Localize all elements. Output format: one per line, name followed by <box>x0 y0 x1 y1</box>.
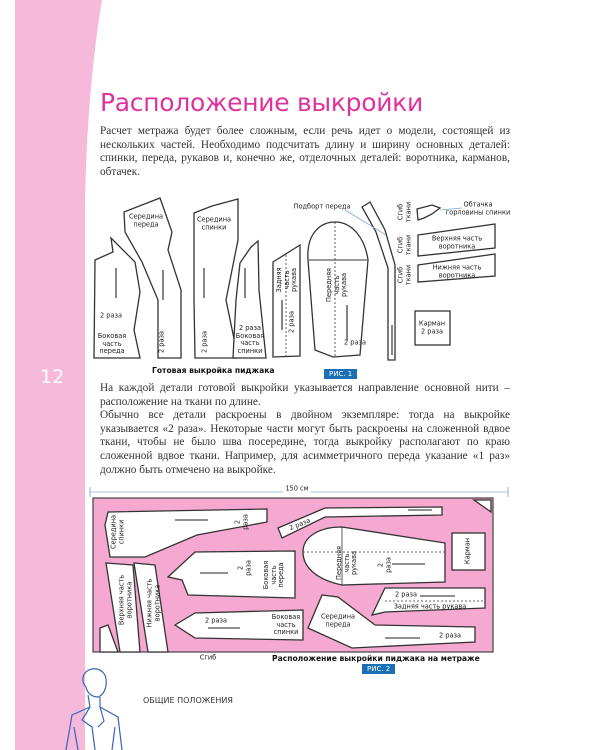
label-front-center: Середина переда <box>128 212 164 228</box>
label2-back-sleeve-times: 2 раза <box>394 590 418 599</box>
label2-lower-collar: Нижняя часть воротника <box>145 578 162 628</box>
page-number: 12 <box>40 366 65 388</box>
figure1-caption: Готовая выкройка пиджака <box>152 366 275 375</box>
pocket-piece <box>414 310 451 346</box>
label2-side-back: Боковая часть спинки <box>271 612 301 636</box>
label2-back-sleeve: Задняя часть рукава <box>393 602 467 611</box>
label2-side-front-times: 2 раза <box>236 560 253 576</box>
intro-paragraph: Расчет метража будет более сложным, если… <box>100 125 510 178</box>
label2-back-center: Середина спинки <box>109 514 126 550</box>
label-side-front: Боковая часть переда <box>97 331 127 355</box>
label-back-center: Середина спинки <box>196 215 232 231</box>
label2-side-back-times: 2 раза <box>204 616 228 625</box>
label-lower-collar: Нижняя часть воротника <box>432 263 482 279</box>
label2-front-center-times: 2 раза <box>438 631 462 640</box>
label-back-neck-facing: Обтачка горловины спинки <box>445 200 511 216</box>
label2-side-front: Боковая часть переда <box>261 560 285 590</box>
label2-front-center: Середина переда <box>320 612 356 628</box>
page-title: Расположение выкройки <box>100 88 423 117</box>
upper-collar-piece <box>417 223 496 257</box>
label-side-back: 2 раза Боковая часть спинки <box>235 324 265 355</box>
label2-front-sleeve: Передняя часть рукава <box>334 545 358 581</box>
body-paragraph-1: На каждой детали готовой выкройки указыв… <box>100 382 510 408</box>
label-front-sleeve-times: 2 раза <box>343 338 367 347</box>
front-sleeve-piece <box>307 221 369 358</box>
back-sleeve-piece <box>272 243 301 358</box>
label-side-front-times: 2 раза <box>99 311 123 320</box>
figure2-caption: Расположение выкройки пиджака на метраже <box>272 654 480 663</box>
label-upper-collar: Верхняя часть воротника <box>431 234 483 250</box>
side-front-piece <box>93 236 141 359</box>
front-center-piece <box>123 197 182 359</box>
back-center-piece <box>193 198 239 359</box>
side-back-piece <box>232 239 267 359</box>
label2-fold: Сгиб <box>199 653 217 662</box>
back-neck-facing-piece <box>416 204 442 221</box>
fabric-width-label: 150 см <box>283 484 311 493</box>
lower-collar-piece <box>417 253 496 283</box>
woman-sketch-illustration <box>65 668 123 750</box>
front-facing-piece <box>361 201 396 361</box>
label2-upper-collar: Верхняя часть воротника <box>117 574 134 626</box>
footer-section-title: ОБЩИЕ ПОЛОЖЕНИЯ <box>143 696 233 705</box>
label2-pocket: Карман <box>463 537 472 565</box>
label-pocket: Карман 2 раза <box>418 319 446 335</box>
figure1-badge: РИС. 1 <box>324 369 358 379</box>
label2-front-sleeve-times: 2 раза <box>376 557 393 573</box>
body-paragraph-2: Обычно все детали раскроены в двойном эк… <box>100 409 510 476</box>
body-text: На каждой детали готовой выкройки указыв… <box>100 382 510 477</box>
figure2-badge: РИС. 2 <box>362 664 396 674</box>
label2-back-times: 2 раза <box>233 514 250 530</box>
label-front-facing: Подборт переда <box>293 202 351 211</box>
